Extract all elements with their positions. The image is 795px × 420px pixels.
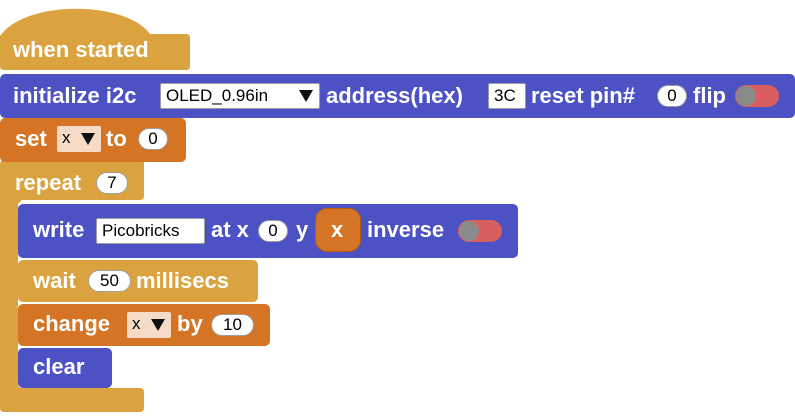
inverse-label: inverse — [367, 217, 445, 242]
set-variable-dropdown[interactable]: x — [57, 126, 101, 152]
set-variable-value: x — [62, 128, 71, 147]
x-variable-reporter[interactable] — [315, 208, 361, 252]
repeat-block — [0, 160, 144, 412]
millisecs-label: millisecs — [136, 268, 229, 293]
inverse-toggle[interactable] — [458, 220, 502, 242]
set-value-input[interactable]: 0 — [138, 128, 168, 150]
to-label: to — [106, 126, 127, 151]
change-variable-dropdown[interactable]: x — [127, 312, 171, 338]
repeat-count-input[interactable]: 7 — [96, 172, 128, 194]
device-dropdown[interactable]: OLED_0.96in — [160, 83, 320, 109]
wait-label: wait — [33, 268, 76, 293]
dropdown-arrow-icon — [299, 90, 313, 102]
by-label: by — [177, 311, 203, 336]
change-label: change — [33, 311, 111, 336]
repeat-label[interactable]: repeat — [15, 170, 82, 195]
clear-label: clear — [33, 354, 85, 379]
toggle-knob — [459, 221, 479, 241]
dropdown-arrow-icon — [151, 319, 165, 331]
x-coordinate-input[interactable]: 0 — [258, 220, 288, 242]
device-value: OLED_0.96in — [166, 86, 269, 105]
when-started-block — [0, 8, 190, 70]
when-started-label[interactable]: when started — [13, 37, 149, 62]
reset-pin-label: reset pin# — [531, 83, 635, 108]
write-label: write — [33, 217, 85, 242]
flip-toggle[interactable] — [735, 85, 779, 107]
wait-duration-input[interactable]: 50 — [88, 270, 131, 292]
address-field[interactable]: 3C — [488, 83, 526, 109]
change-value-input[interactable]: 10 — [211, 314, 254, 336]
toggle-knob — [736, 86, 756, 106]
write-text-field[interactable]: Picobricks — [96, 218, 205, 244]
initialize-i2c-label: initialize i2c — [13, 83, 137, 108]
clear-block[interactable] — [18, 348, 112, 388]
flip-label: flip — [693, 83, 726, 108]
x-reporter-label: x — [331, 217, 344, 242]
address-label: address(hex) — [326, 83, 463, 108]
wait-block[interactable] — [18, 260, 258, 302]
y-label: y — [296, 217, 309, 242]
change-variable-value: x — [132, 314, 141, 333]
reset-pin-input[interactable]: 0 — [657, 85, 687, 107]
at-x-label: at x — [211, 217, 249, 242]
dropdown-arrow-icon — [81, 133, 95, 145]
set-label: set — [15, 126, 47, 151]
